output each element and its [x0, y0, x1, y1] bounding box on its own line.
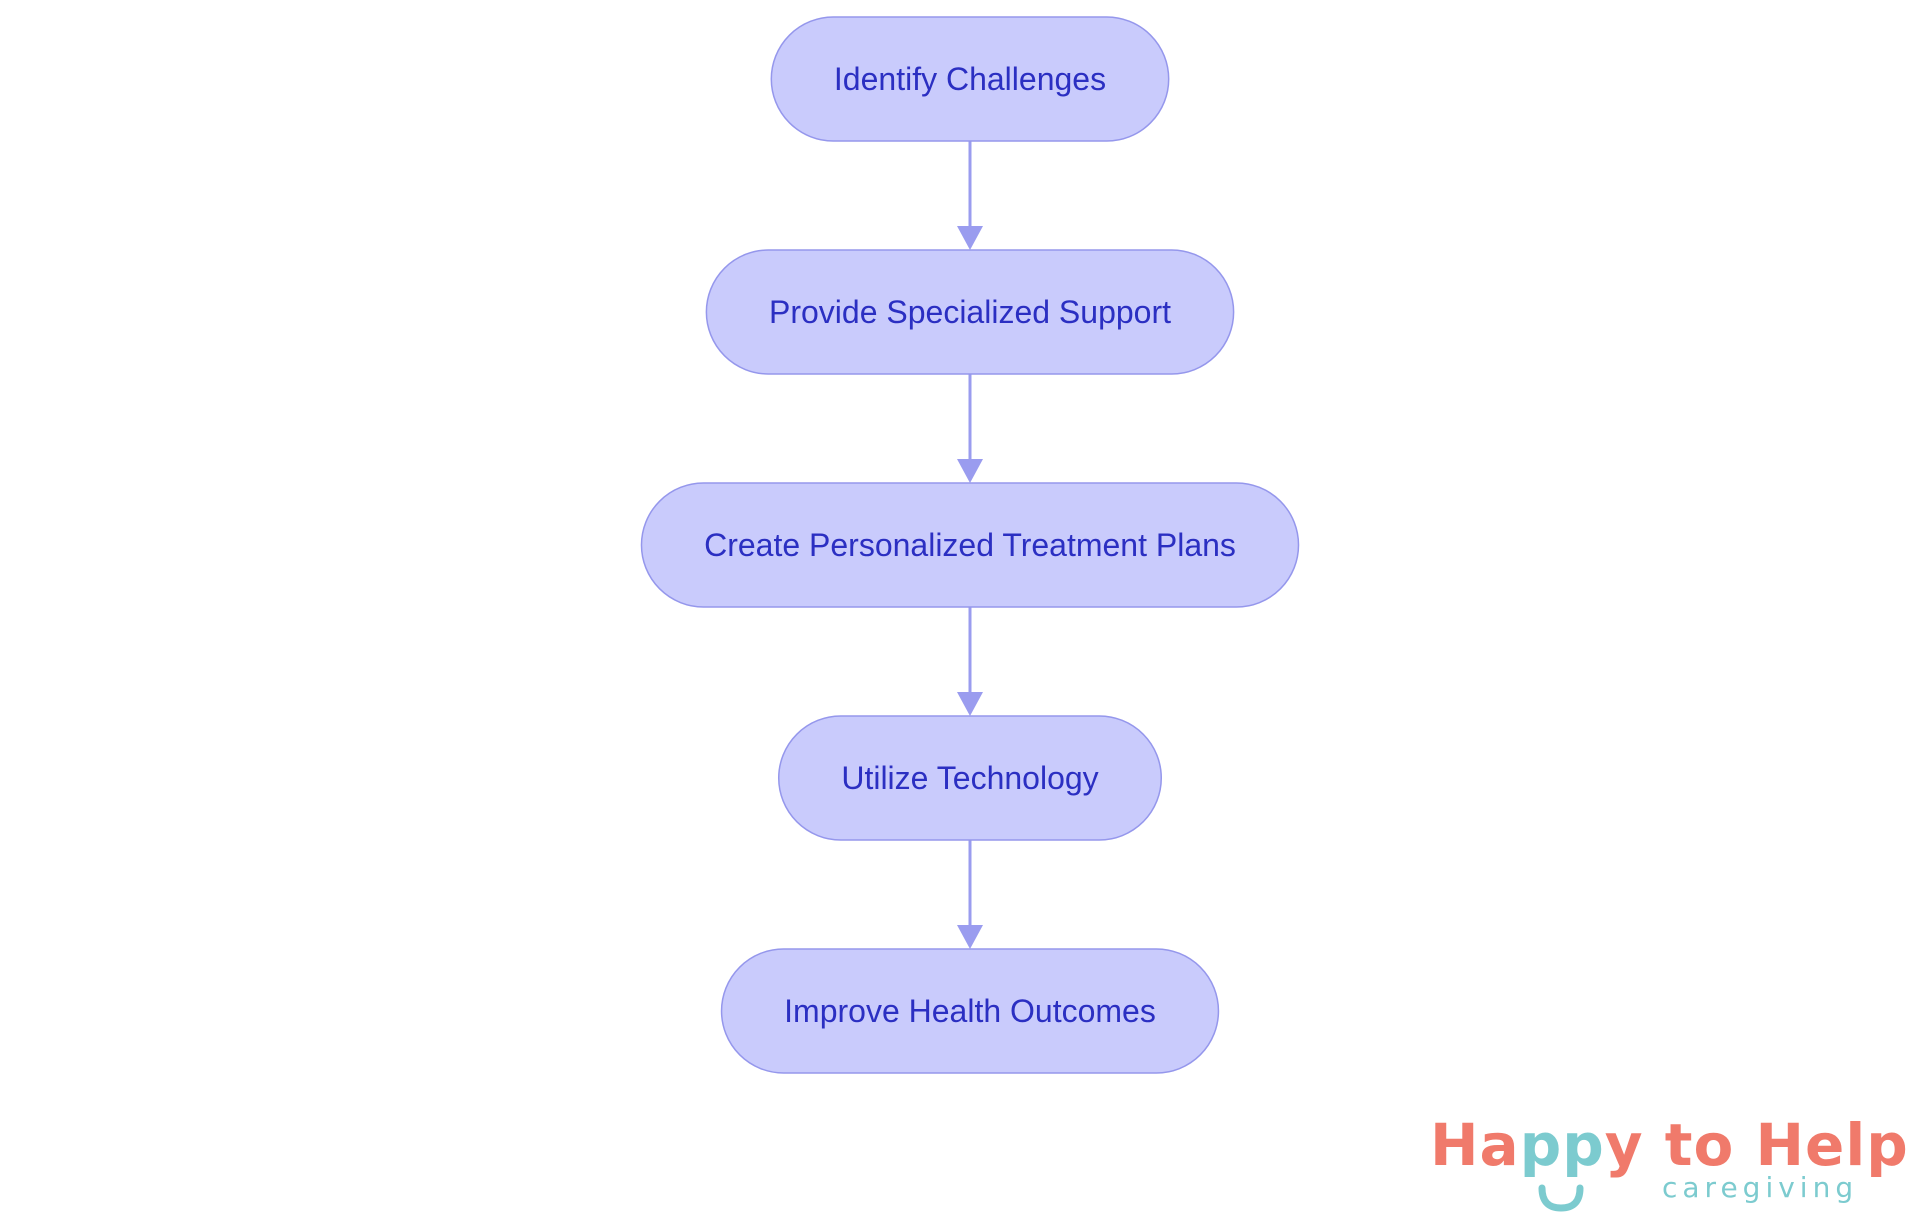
- flow-node: Improve Health Outcomes: [720, 948, 1220, 1074]
- flow-node-shape: [777, 715, 1163, 841]
- flow-node-shape: [705, 249, 1235, 375]
- flow-node-label: Identify Challenges: [834, 61, 1106, 97]
- flow-node: Identify Challenges: [770, 16, 1170, 142]
- smile-icon: [1538, 1184, 1584, 1212]
- logo-word-part: y to Help: [1604, 1111, 1909, 1179]
- flow-node: Create Personalized Treatment Plans: [640, 482, 1300, 608]
- happy-to-help-logo: Happy to Help caregiving: [1430, 1112, 1908, 1212]
- logo-word-part: pp: [1519, 1111, 1605, 1179]
- flow-node-label: Improve Health Outcomes: [784, 993, 1156, 1029]
- flow-node-shape: [720, 948, 1220, 1074]
- flow-node-shape: [640, 482, 1300, 608]
- arrowhead-icon: [957, 925, 983, 949]
- flow-node-label: Create Personalized Treatment Plans: [704, 527, 1236, 563]
- flow-node-label: Provide Specialized Support: [769, 294, 1171, 330]
- edges: [957, 141, 983, 949]
- flow-node: Utilize Technology: [777, 715, 1163, 841]
- logo-subtitle: caregiving: [1662, 1171, 1859, 1204]
- logo-word-part: Ha: [1430, 1111, 1520, 1179]
- flow-node-shape: [770, 16, 1170, 142]
- flow-node: Provide Specialized Support: [705, 249, 1235, 375]
- arrowhead-icon: [957, 459, 983, 483]
- logo-wordmark: Happy to Help: [1430, 1112, 1909, 1178]
- arrowhead-icon: [957, 226, 983, 250]
- arrowhead-icon: [957, 692, 983, 716]
- flow-node-label: Utilize Technology: [841, 760, 1098, 796]
